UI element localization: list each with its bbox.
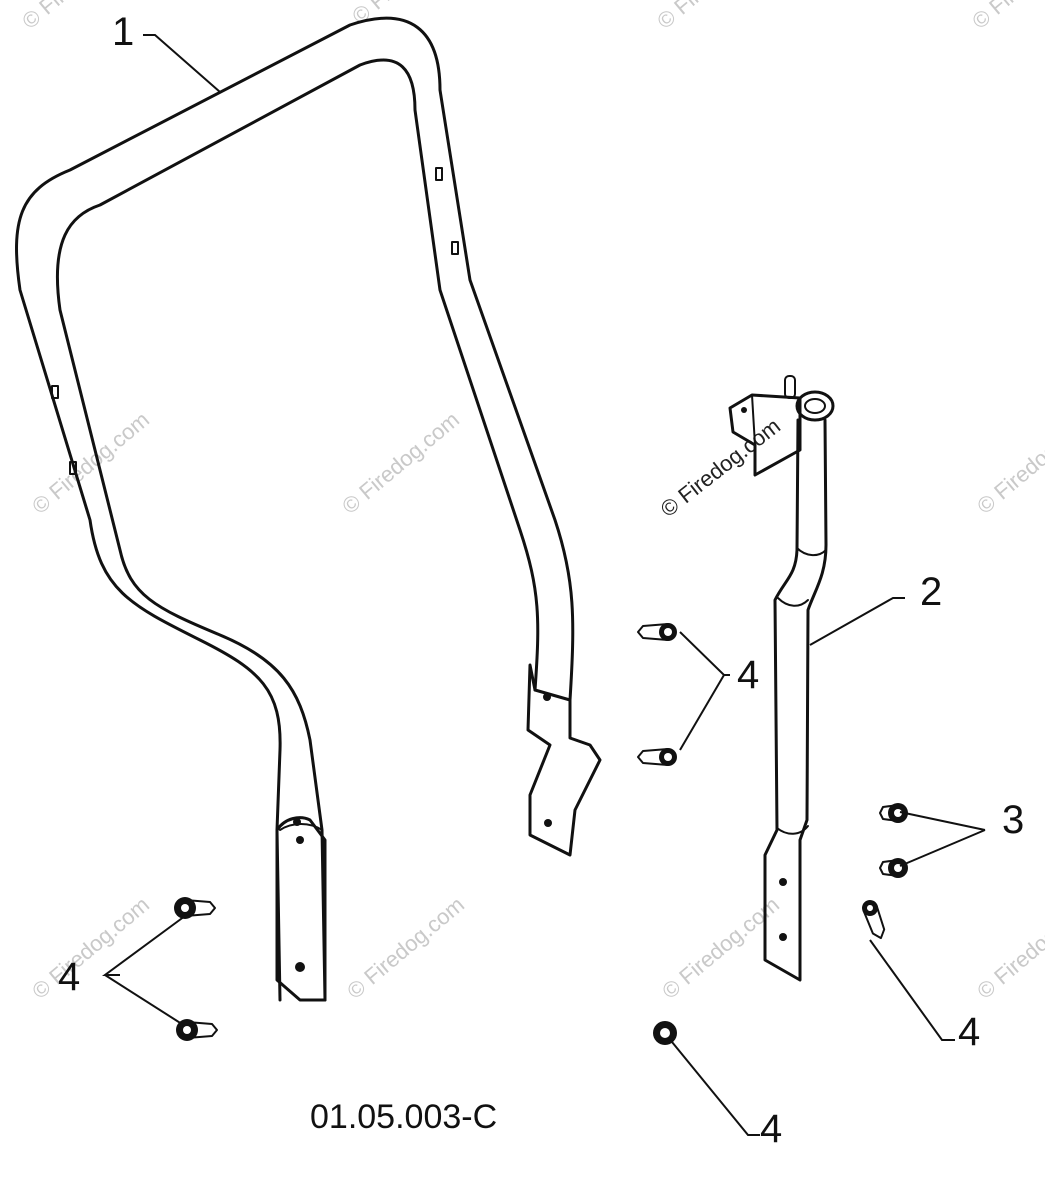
- watermark: © Firedog.com: [967, 0, 1045, 34]
- watermark: © Firedog.com: [27, 407, 154, 519]
- bolt-fastener: [176, 1019, 218, 1041]
- watermark: © Firedog.com: [652, 0, 779, 34]
- bolt-fastener: [174, 897, 216, 919]
- frame-slot: [51, 385, 59, 399]
- bracket-pin: [784, 375, 796, 399]
- frame-slot: [451, 241, 459, 255]
- drawing-code: 01.05.003-C: [310, 1098, 497, 1136]
- callouts: 1 2 4 3 4 4 4: [58, 10, 1024, 1151]
- watermarks: © Firedog.com © Firedog.com © Firedog.co…: [17, 0, 1045, 1004]
- part-1-frame: [15, 16, 602, 1002]
- callout-1: 1: [112, 10, 134, 54]
- callout-4: 4: [958, 1010, 980, 1054]
- mounting-hole: [296, 836, 304, 844]
- nut-fastener: [879, 803, 908, 823]
- callout-2: 2: [920, 570, 942, 614]
- part-2-upright: [728, 375, 835, 982]
- callout-4: 4: [737, 653, 759, 697]
- watermark: © Firedog.com: [27, 892, 154, 1004]
- nut-fastener: [653, 1021, 677, 1045]
- watermark: © Firedog.com: [972, 892, 1045, 1004]
- nut-fastener: [879, 858, 908, 878]
- mounting-hole: [543, 693, 551, 701]
- frame-slot: [69, 461, 77, 475]
- mounting-hole: [741, 407, 747, 413]
- frame-slot: [435, 167, 443, 181]
- mounting-hole: [544, 819, 552, 827]
- bolt-fastener: [637, 748, 677, 766]
- callout-4: 4: [760, 1107, 782, 1151]
- watermark: © Firedog.com: [972, 407, 1045, 519]
- callout-3: 3: [1002, 798, 1024, 842]
- mounting-hole: [779, 933, 787, 941]
- mounting-hole: [779, 878, 787, 886]
- mounting-hole: [295, 962, 305, 972]
- callout-4: 4: [58, 955, 80, 999]
- leader-lines: [101, 34, 986, 1136]
- mounting-hole: [293, 818, 301, 826]
- tube-top-ring: [795, 390, 835, 422]
- bolt-fastener: [862, 900, 886, 940]
- bolt-fastener: [637, 623, 677, 641]
- watermark: © Firedog.com: [342, 892, 469, 1004]
- watermark: © Firedog.com: [337, 407, 464, 519]
- fasteners: [174, 623, 908, 1045]
